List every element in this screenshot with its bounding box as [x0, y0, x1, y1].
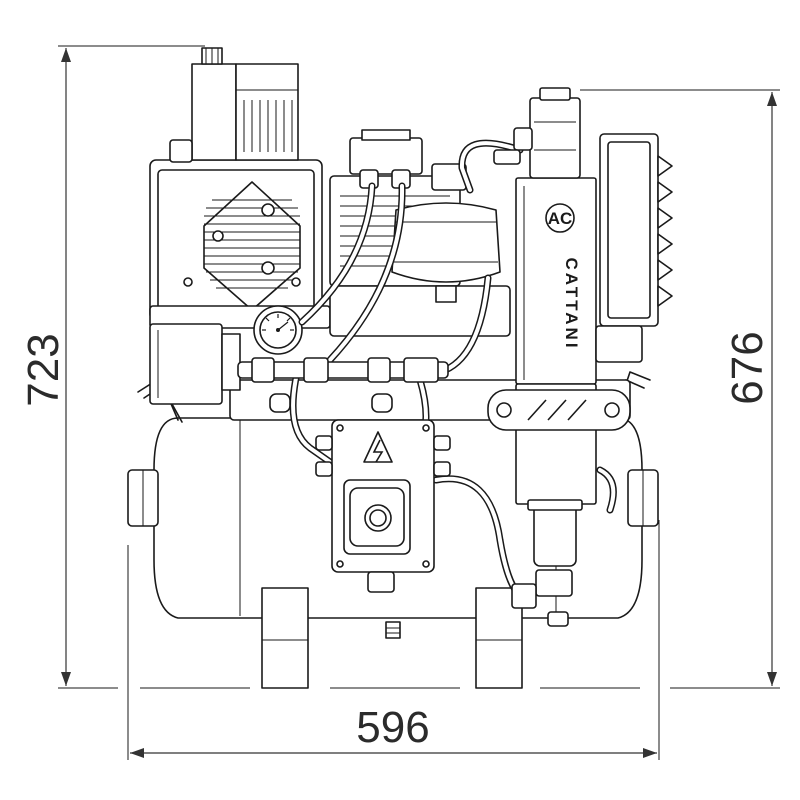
dryer-clamp-bar [487, 389, 631, 431]
expansion-vessel [391, 202, 501, 303]
electrical-control-box [315, 419, 451, 593]
pressure-gauge [253, 305, 303, 355]
cattani-logo: AC [545, 203, 575, 233]
logo-letters: AC [548, 209, 573, 228]
height-dimension-label: 723 [19, 333, 68, 406]
body-height-dimension-label: 676 [723, 331, 772, 404]
pressure-switch-box [149, 323, 241, 405]
brand-name: CATTANI [562, 257, 581, 350]
filter-bowl [511, 466, 617, 627]
electric-motor [149, 159, 331, 329]
solenoid-valve [493, 87, 581, 179]
cooling-fan-unit [595, 133, 673, 363]
hoses [289, 139, 534, 604]
high-voltage-warning-icon [363, 431, 393, 463]
width-dimension-label: 596 [356, 703, 429, 752]
top-terminal-box [169, 47, 299, 163]
feet [261, 587, 523, 689]
dimension-lines [58, 45, 780, 760]
manifold-pipe [237, 357, 449, 383]
